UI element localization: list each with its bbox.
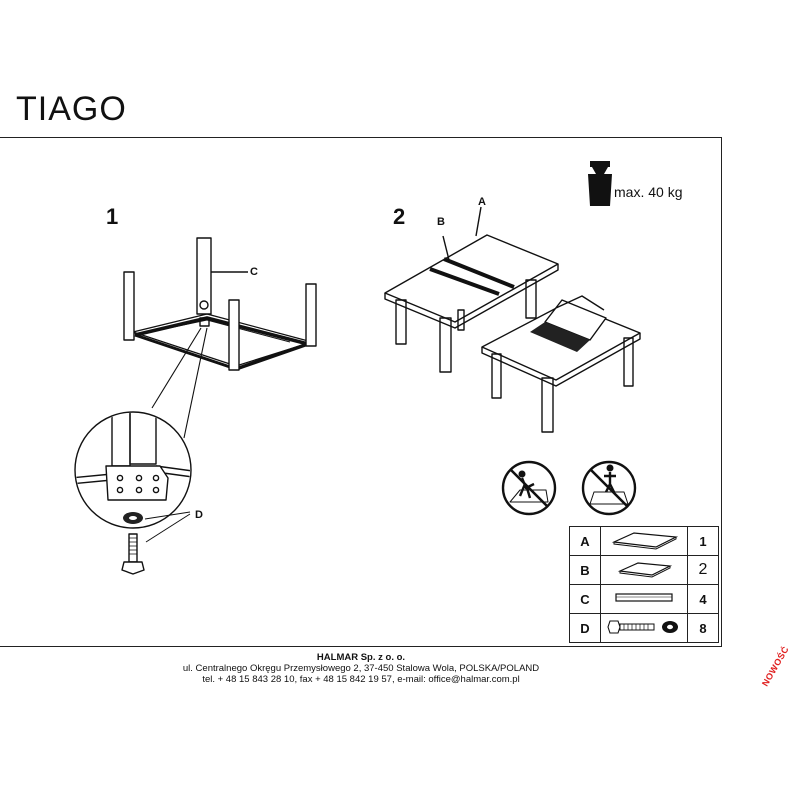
step2-table-closed: [384, 206, 559, 373]
no-standing-icon: [581, 460, 637, 516]
footer-address: ul. Centralnego Okręgu Przemysłowego 2, …: [182, 663, 540, 674]
leg-icon: [600, 584, 688, 614]
part-letter: D: [569, 613, 601, 643]
detail-zoom-circle: [74, 411, 192, 529]
part-quantity: 2: [687, 555, 719, 585]
part-letter: C: [569, 584, 601, 614]
step2-table-extended: [481, 295, 641, 433]
step-1-number: 1: [106, 204, 119, 229]
footer: HALMAR Sp. z o. o. ul. Centralnego Okręg…: [0, 652, 722, 685]
weight-icon: [588, 161, 612, 206]
callout-b: B: [437, 216, 445, 228]
bolt-washer-icon: [600, 613, 688, 643]
part-quantity: 1: [687, 526, 719, 556]
footer-contact: tel. + 48 15 843 28 10, fax + 48 15 842 …: [202, 674, 520, 685]
callout-d: D: [195, 509, 203, 521]
parts-row: A 1: [569, 526, 719, 556]
bolt-and-washer-illustration: [121, 511, 191, 575]
parts-row: D 8: [569, 613, 719, 643]
part-quantity: 4: [687, 584, 719, 614]
step1-frame-illustration: [123, 237, 317, 371]
callout-c: C: [250, 266, 258, 278]
tabletop-icon: [600, 526, 688, 556]
document-title: TIAGO: [16, 90, 127, 128]
instruction-frame: [0, 137, 722, 647]
extension-leaf-icon: [600, 555, 688, 585]
part-letter: B: [569, 555, 601, 585]
part-quantity: 8: [687, 613, 719, 643]
parts-list-table: A 1 B 2 C 4 D 8: [569, 526, 719, 643]
no-climbing-icon: [501, 460, 557, 516]
step-2-number: 2: [393, 204, 406, 229]
parts-row: B 2: [569, 555, 719, 585]
max-load-label: max. 40 kg: [614, 184, 683, 200]
footer-company: HALMAR Sp. z o. o.: [316, 652, 406, 663]
parts-row: C 4: [569, 584, 719, 614]
callout-a: A: [478, 196, 486, 208]
part-letter: A: [569, 526, 601, 556]
